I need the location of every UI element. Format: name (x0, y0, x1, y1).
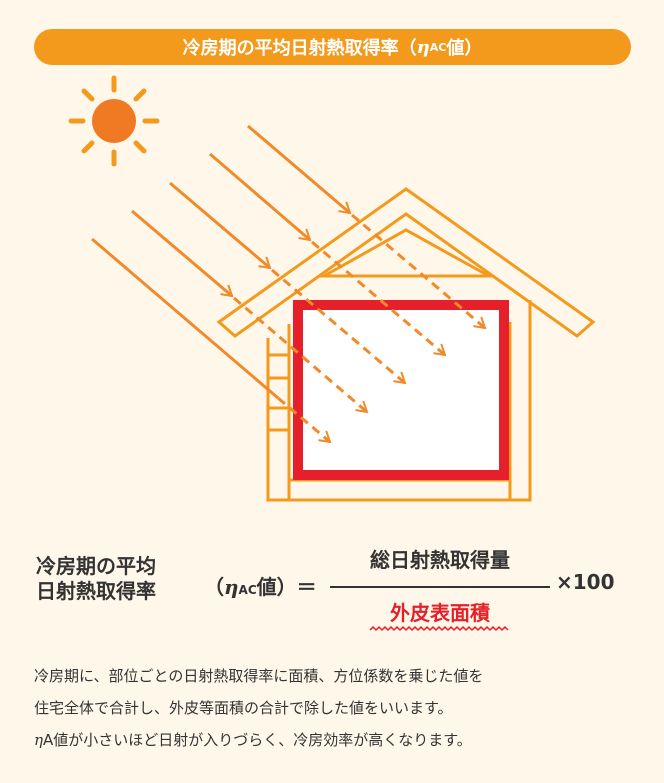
formula-graphics (330, 586, 550, 632)
description-eta: η (34, 731, 43, 749)
description-line-2: 住宅全体で合計し、外皮等面積の合計で除した値をいいます。 (34, 699, 453, 717)
description-text: 冷房期に、部位ごとの日射熱取得率に面積、方位係数を乗じた値を 住宅全体で合計し、… (34, 660, 644, 756)
description-line-3-text: A値が小さいほど日射が入りづらく、冷房効率が高くなります。 (43, 731, 472, 749)
paren-close: 値）＝ (256, 575, 317, 599)
formula-subscript: AC (238, 583, 257, 597)
formula-lhs: 冷房期の平均 日射熱取得率 (36, 554, 156, 604)
description-line-1: 冷房期に、部位ごとの日射熱取得率に面積、方位係数を乗じた値を (34, 667, 484, 685)
sun-icon (68, 75, 160, 167)
formula-lhs-line2: 日射熱取得率 (36, 579, 156, 603)
solar-rays (91, 124, 352, 400)
formula-eta: η (224, 575, 239, 599)
formula-denominator: 外皮表面積 (390, 601, 490, 625)
formula-lhs-line1: 冷房期の平均 (36, 554, 156, 578)
formula-multiplier: ×100 (556, 570, 615, 594)
envelope-frame (293, 300, 509, 480)
title-suffix: 値） (446, 38, 483, 59)
description-line-3: ηA値が小さいほど日射が入りづらく、冷房効率が高くなります。 (34, 724, 644, 756)
title-prefix: 冷房期の平均日射熱取得率（ (182, 38, 417, 59)
paren-open: （ (204, 575, 224, 599)
title-eta: η (416, 36, 430, 58)
title-subscript: AC (429, 40, 447, 54)
house-solar-diagram (68, 75, 596, 502)
solar-rays-transmitted (233, 213, 487, 444)
formula-numerator: 総日射熱取得量 (370, 548, 510, 572)
formula-eta-label: （ηAC値）＝ (204, 571, 317, 600)
wavy-underline (369, 625, 509, 632)
